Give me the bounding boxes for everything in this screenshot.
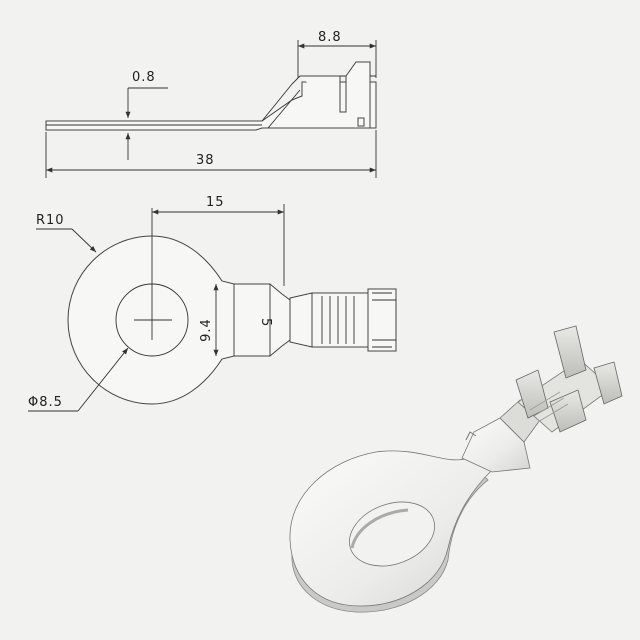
radius-leader xyxy=(71,228,97,253)
radius-label: R10 xyxy=(36,213,65,228)
barrel-length-label: 8.8 xyxy=(318,30,342,45)
render-serration-1 xyxy=(529,391,561,411)
side-view-slot xyxy=(357,117,365,127)
ring-hole xyxy=(348,501,436,567)
side-view-barrel xyxy=(300,61,371,129)
render-rear-wing-1 xyxy=(553,325,587,379)
render-serration-3 xyxy=(537,403,569,423)
top-view-insulation-barrel xyxy=(367,288,397,352)
overall-length-label: 38 xyxy=(196,153,215,168)
render-neck-notch xyxy=(465,431,477,441)
side-view-ramp-inner xyxy=(267,89,301,129)
render-front-wing-2 xyxy=(549,389,587,433)
top-view-neck xyxy=(289,292,313,348)
side-view: 0.8 8.8 38 xyxy=(45,30,377,178)
thickness-label: 0.8 xyxy=(132,70,156,85)
hole-diameter-label: Φ8.5 xyxy=(28,395,63,410)
top-view: 5 R10 15 9.4 Φ8.5 xyxy=(28,195,397,412)
marking-label: 5 xyxy=(258,318,273,327)
isometric-render xyxy=(289,325,623,613)
top-view-ring-outline xyxy=(67,235,291,405)
render-serration-2 xyxy=(533,397,565,417)
tab-width-label: 9.4 xyxy=(199,318,214,342)
side-view-profile xyxy=(45,81,377,131)
hole-leader xyxy=(77,347,129,412)
center-to-tab-label: 15 xyxy=(206,195,225,210)
render-rear-wing-2 xyxy=(593,361,623,405)
top-view-barrel xyxy=(311,292,373,348)
ring-hole-inner-edge xyxy=(350,508,409,549)
